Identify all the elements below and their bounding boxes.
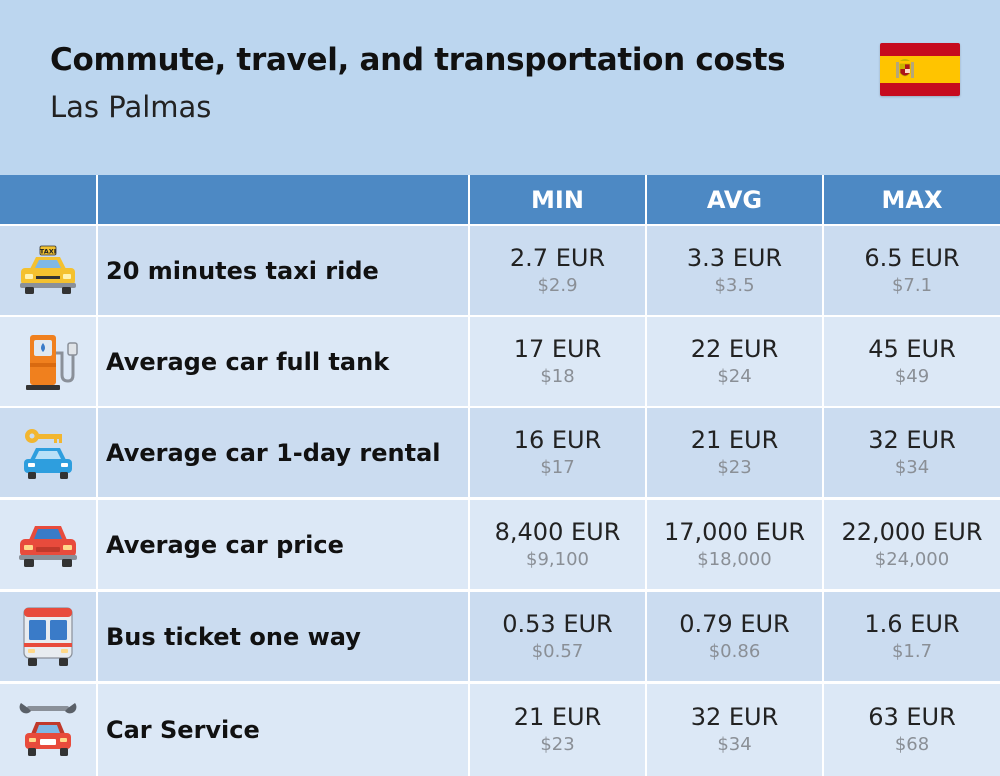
avg-cell: 3.3 EUR $3.5 [647, 226, 822, 315]
header-avg: AVG [647, 175, 822, 224]
avg-cell: 17,000 EUR $18,000 [647, 500, 822, 589]
max-cell: 6.5 EUR $7.1 [824, 226, 1000, 315]
avg-usd: $23 [717, 456, 752, 478]
header: Commute, travel, and transportation cost… [0, 0, 1000, 175]
max-cell: 32 EUR $34 [824, 408, 1000, 497]
avg-usd: $0.86 [708, 640, 761, 662]
min-cell: 21 EUR $23 [470, 684, 645, 776]
table-row: Average car price 8,400 EUR $9,100 17,00… [0, 500, 1000, 589]
bus-icon [23, 606, 73, 666]
table-row: TAXI 20 minutes taxi ride 2.7 EUR $2.9 3… [0, 226, 1000, 315]
avg-usd: $24 [717, 365, 752, 387]
max-value: 45 EUR [868, 334, 956, 363]
wrench-car-icon [19, 703, 77, 756]
row-label: Average car 1-day rental [98, 408, 468, 497]
row-label: Car Service [98, 684, 468, 776]
max-usd: $34 [894, 456, 930, 478]
table-row: Bus ticket one way 0.53 EUR $0.57 0.79 E… [0, 592, 1000, 681]
avg-usd: $3.5 [714, 274, 755, 296]
max-cell: 63 EUR $68 [824, 684, 1000, 776]
row-icon-cell [0, 592, 96, 681]
avg-value: 22 EUR [690, 334, 779, 363]
max-value: 6.5 EUR [864, 243, 960, 272]
max-value: 63 EUR [868, 703, 956, 731]
avg-value: 17,000 EUR [663, 517, 805, 546]
min-usd: $23 [540, 734, 575, 755]
max-usd: $68 [894, 734, 930, 755]
min-value: 2.7 EUR [509, 243, 606, 272]
avg-cell: 22 EUR $24 [647, 317, 822, 406]
min-value: 16 EUR [513, 425, 602, 454]
max-value: 32 EUR [868, 425, 956, 454]
svg-text:TAXI: TAXI [40, 247, 56, 255]
avg-usd: $18,000 [697, 548, 772, 570]
min-usd: $18 [540, 365, 575, 387]
max-usd: $49 [894, 365, 930, 387]
avg-value: 3.3 EUR [686, 243, 783, 272]
table-row: Car Service 21 EUR $23 32 EUR $34 63 EUR… [0, 684, 1000, 776]
avg-cell: 21 EUR $23 [647, 408, 822, 497]
avg-usd: $34 [717, 734, 752, 755]
max-value: 22,000 EUR [841, 517, 983, 546]
max-cell: 1.6 EUR $1.7 [824, 592, 1000, 681]
row-label: Bus ticket one way [98, 592, 468, 681]
city-subtitle: Las Palmas [50, 90, 212, 124]
row-label: Average car full tank [98, 317, 468, 406]
min-value: 17 EUR [513, 334, 602, 363]
row-icon-cell [0, 317, 96, 406]
cost-table: MIN AVG MAX TAXI 20 minutes taxi ride 2.… [0, 175, 1000, 776]
min-value: 21 EUR [513, 703, 602, 731]
max-usd: $1.7 [891, 640, 933, 662]
car-rental-key-icon [24, 428, 72, 479]
min-cell: 16 EUR $17 [470, 408, 645, 497]
table-header: MIN AVG MAX [0, 175, 1000, 224]
table-row: Average car 1-day rental 16 EUR $17 21 E… [0, 408, 1000, 497]
row-label: Average car price [98, 500, 468, 589]
header-max: MAX [824, 175, 1000, 224]
min-cell: 8,400 EUR $9,100 [470, 500, 645, 589]
max-value: 1.6 EUR [864, 609, 960, 638]
row-icon-cell [0, 408, 96, 497]
header-label-cell [98, 175, 468, 224]
min-cell: 0.53 EUR $0.57 [470, 592, 645, 681]
row-label: 20 minutes taxi ride [98, 226, 468, 315]
min-usd: $2.9 [537, 274, 578, 296]
fuel-pump-icon [26, 334, 78, 390]
header-min: MIN [470, 175, 645, 224]
spain-flag-icon [880, 43, 960, 96]
table-row: Average car full tank 17 EUR $18 22 EUR … [0, 317, 1000, 406]
max-cell: 22,000 EUR $24,000 [824, 500, 1000, 589]
max-usd: $24,000 [874, 548, 950, 570]
min-usd: $9,100 [526, 548, 589, 570]
max-cell: 45 EUR $49 [824, 317, 1000, 406]
max-usd: $7.1 [891, 274, 933, 296]
avg-cell: 32 EUR $34 [647, 684, 822, 776]
header-icon-cell [0, 175, 96, 224]
row-icon-cell [0, 684, 96, 776]
min-usd: $0.57 [531, 640, 584, 662]
taxi-icon: TAXI [20, 245, 76, 294]
min-value: 8,400 EUR [494, 517, 621, 546]
avg-value: 0.79 EUR [679, 609, 790, 638]
min-value: 0.53 EUR [502, 609, 613, 638]
avg-value: 32 EUR [690, 703, 779, 731]
row-icon-cell [0, 500, 96, 589]
min-usd: $17 [540, 456, 575, 478]
row-icon-cell: TAXI [0, 226, 96, 315]
car-icon [19, 525, 77, 567]
min-cell: 17 EUR $18 [470, 317, 645, 406]
avg-value: 21 EUR [690, 425, 779, 454]
min-cell: 2.7 EUR $2.9 [470, 226, 645, 315]
page-title: Commute, travel, and transportation cost… [50, 42, 786, 78]
avg-cell: 0.79 EUR $0.86 [647, 592, 822, 681]
